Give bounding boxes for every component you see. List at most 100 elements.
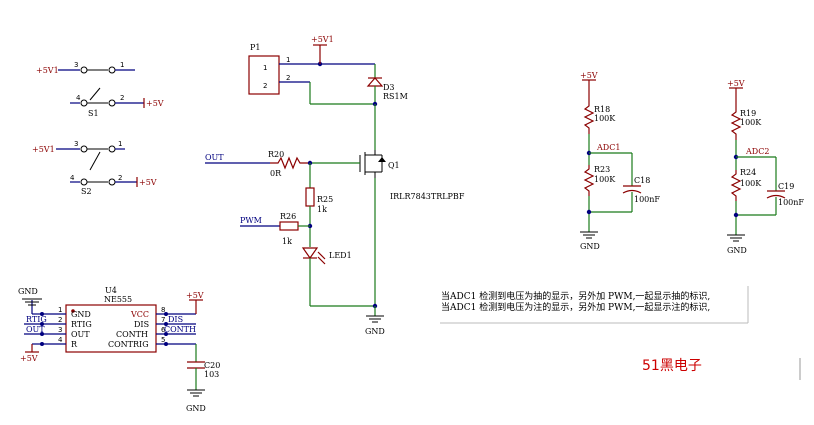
resistor-r23[interactable] xyxy=(583,165,595,196)
u4-pin1-num: 1 xyxy=(58,306,62,314)
r19-ref: R19 xyxy=(740,109,756,118)
switch-s2[interactable]: +5V1 3 1 4 2 +5V S2 xyxy=(32,140,157,196)
div2-net: ADC2 xyxy=(745,147,769,156)
resistor-r19[interactable] xyxy=(730,108,742,140)
s2-pin4: 4 xyxy=(70,174,75,182)
r18-value: 100K xyxy=(594,114,616,123)
u4-pin4-num: 4 xyxy=(58,336,63,344)
div1-power: +5V xyxy=(580,71,598,80)
u4-pin3-name: OUT xyxy=(71,330,90,339)
ground-main-label: GND xyxy=(365,327,385,336)
u4-net-dis: DIS xyxy=(168,315,183,324)
c19-value: 100nF xyxy=(778,198,804,207)
s1-pin2: 2 xyxy=(120,94,124,102)
c20-ref: C20 xyxy=(204,361,220,370)
u4-net-conth: CONTH xyxy=(164,325,196,334)
u4-pin2-num: 2 xyxy=(58,316,62,324)
p1-pin1: 1 xyxy=(263,64,267,72)
u4-gnd-label: GND xyxy=(18,287,38,296)
connector-p1[interactable] xyxy=(248,55,280,95)
led1-ref: LED1 xyxy=(329,251,352,260)
u4-pin7-name: DIS xyxy=(134,320,149,329)
div2-gnd: GND xyxy=(727,246,747,255)
r25-ref: R25 xyxy=(317,195,333,204)
led-led1[interactable] xyxy=(301,247,326,265)
switch-s1[interactable]: +5V1 3 1 4 2 +5V S1 xyxy=(36,61,164,118)
c20-gnd: GND xyxy=(186,404,206,413)
resistor-r25[interactable] xyxy=(305,187,315,207)
s1-pin4: 4 xyxy=(76,94,81,102)
mosfet-q1[interactable] xyxy=(359,150,386,178)
d3-ref: D3 xyxy=(383,83,395,92)
resistor-r24[interactable] xyxy=(730,170,742,201)
d3-value: RS1M xyxy=(383,92,408,101)
r23-ref: R23 xyxy=(594,165,610,174)
brand-watermark: 51黑电子 xyxy=(642,358,702,374)
u4-pin6-num: 6 xyxy=(161,326,166,334)
div1-gnd: GND xyxy=(580,242,600,251)
p1-power-net: +5V1 xyxy=(311,35,334,44)
u4-net-r: +5V xyxy=(20,354,38,363)
s2-pin3: 3 xyxy=(74,140,78,148)
r23-value: 100K xyxy=(594,175,616,184)
u4-pin3-num: 3 xyxy=(58,326,62,334)
r18-ref: R18 xyxy=(594,105,610,114)
r24-value: 100K xyxy=(740,179,762,188)
c18-ref: C18 xyxy=(634,176,650,185)
gate-net: OUT xyxy=(205,153,224,162)
div2-power: +5V xyxy=(727,79,745,88)
s2-left-net: +5V1 xyxy=(32,145,55,154)
c18-value: 100nF xyxy=(634,195,660,204)
s1-pin1: 1 xyxy=(120,61,124,69)
resistor-r20[interactable] xyxy=(270,156,310,170)
note-line-1: 当ADC1 检测到电压为抽的显示，另外加 PWM,一起显示抽的标识, xyxy=(441,290,710,302)
r25-value: 1k xyxy=(317,205,327,214)
u4-pin8-num: 8 xyxy=(161,306,165,314)
divider-adc2: +5V R19 100K ADC2 R24 100K C19 100nF GND xyxy=(727,79,804,255)
notes-block: 当ADC1 检测到电压为抽的显示，另外加 PWM,一起显示抽的标识, 当ADC1… xyxy=(440,286,749,324)
r26-value: 1k xyxy=(282,237,292,246)
s1-left-net: +5V1 xyxy=(36,66,59,75)
c20-value: 103 xyxy=(204,370,219,379)
r26-ref: R26 xyxy=(280,212,296,221)
r20-ref: R20 xyxy=(268,150,284,159)
diode-d3[interactable] xyxy=(366,64,384,104)
s1-right-net: +5V xyxy=(146,99,164,108)
u4-pin7-num: 7 xyxy=(161,316,165,324)
s2-pin1: 1 xyxy=(118,140,122,148)
u4-pin2-name: RTIG xyxy=(71,320,92,329)
s1-pin3: 3 xyxy=(74,61,78,69)
p1-ref: P1 xyxy=(250,43,260,52)
div1-net: ADC1 xyxy=(596,143,620,152)
u4-pin6-name: CONTH xyxy=(116,330,148,339)
u4-body[interactable] xyxy=(65,304,157,353)
s2-right-net: +5V xyxy=(139,178,157,187)
r24-ref: R24 xyxy=(740,168,756,177)
resistor-r18[interactable] xyxy=(583,102,595,134)
r26-net: PWM xyxy=(240,216,262,225)
gate-drive: OUT R20 0R R25 1k PWM R26 1k LED1 xyxy=(205,150,360,306)
u4-part: NE555 xyxy=(104,295,132,304)
timer-u4: U4 NE555 1 2 3 4 GND RTIG OUT R GND RTIG… xyxy=(18,286,220,413)
u4-pin8-name: VCC xyxy=(130,310,149,319)
u4-ref: U4 xyxy=(105,286,117,295)
divider-adc1: +5V R18 100K ADC1 R23 100K C18 100nF GND xyxy=(580,71,660,251)
u4-net-out: OUT xyxy=(26,325,45,334)
u4-pin1-name: GND xyxy=(71,310,91,319)
s2-label: S2 xyxy=(81,187,92,196)
r19-value: 100K xyxy=(740,118,762,127)
c19-ref: C19 xyxy=(778,182,794,191)
u4-pin5-num: 5 xyxy=(161,336,165,344)
q1-ref: Q1 xyxy=(388,161,400,170)
u4-net-vcc: +5V xyxy=(186,291,204,300)
ground-main xyxy=(366,315,384,323)
s2-pin2: 2 xyxy=(118,174,122,182)
power-stage: P1 1 2 1 2 +5V1 D3 RS1M xyxy=(248,35,465,336)
q1-part: IRLR7843TRLPBF xyxy=(390,192,465,201)
s1-label: S1 xyxy=(88,109,99,118)
u4-net-rtig: RTIG xyxy=(26,315,47,324)
resistor-r26[interactable] xyxy=(279,221,299,231)
note-line-2: 当ADC1 检测到电压为注的显示，另外加 PWM,一起显示注的标识, xyxy=(441,301,710,313)
p1-wire1: 1 xyxy=(286,56,290,64)
